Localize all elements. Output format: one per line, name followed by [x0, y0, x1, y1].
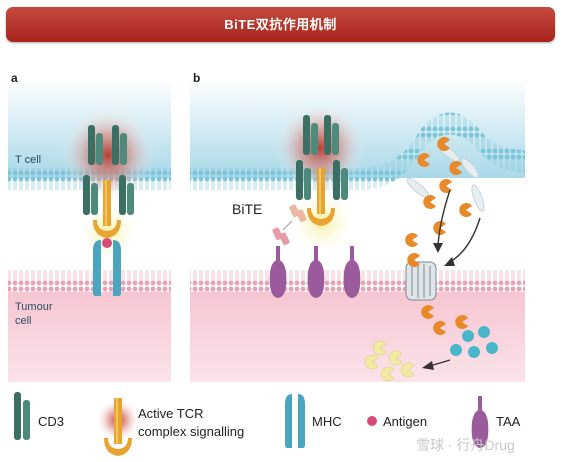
t-cell-label-a: T cell — [15, 154, 41, 166]
antigen-a — [102, 238, 112, 248]
granules — [406, 141, 485, 212]
mhc-a-right — [113, 240, 121, 296]
legend-mhc: MHC — [312, 414, 342, 429]
legend: CD3 Active TCR complex signalling MHC An… — [14, 392, 521, 456]
panel-a: a T cell Tumour cell — [8, 71, 171, 382]
panel-b: b BiTE — [190, 71, 525, 382]
perforins — [450, 326, 498, 358]
legend-mhc-icon — [285, 394, 305, 448]
bite-label: BiTE — [232, 201, 262, 217]
perforin-pore — [405, 253, 437, 301]
legend-antigen-icon — [367, 416, 377, 426]
panel-a-label: a — [11, 71, 18, 85]
legend-taa: TAA — [496, 414, 521, 429]
legend-antigen: Antigen — [383, 414, 427, 429]
arrow-2 — [449, 217, 481, 263]
title-banner: BiTE双抗作用机制 — [6, 7, 555, 42]
tumour-label-a-2: cell — [15, 315, 32, 327]
tumour-label-a-1: Tumour — [15, 301, 53, 313]
watermark: 雪球 · 行舟Drug — [416, 437, 515, 453]
title-text: BiTE双抗作用机制 — [224, 17, 337, 32]
taa-2 — [307, 246, 325, 298]
panel-b-label: b — [193, 71, 200, 85]
legend-tcr-1: Active TCR — [138, 406, 204, 421]
legend-cd3: CD3 — [38, 414, 64, 429]
mhc-a-left — [93, 240, 101, 296]
legend-cd3-icon — [14, 392, 30, 440]
legend-tcr-2: complex signalling — [138, 424, 244, 439]
taa-3 — [343, 246, 361, 298]
taa-1 — [269, 246, 287, 298]
bite-molecule — [272, 204, 307, 246]
arrow-3 — [429, 359, 451, 367]
legend-tcr-icon — [96, 398, 140, 456]
arrow-1 — [437, 189, 451, 246]
